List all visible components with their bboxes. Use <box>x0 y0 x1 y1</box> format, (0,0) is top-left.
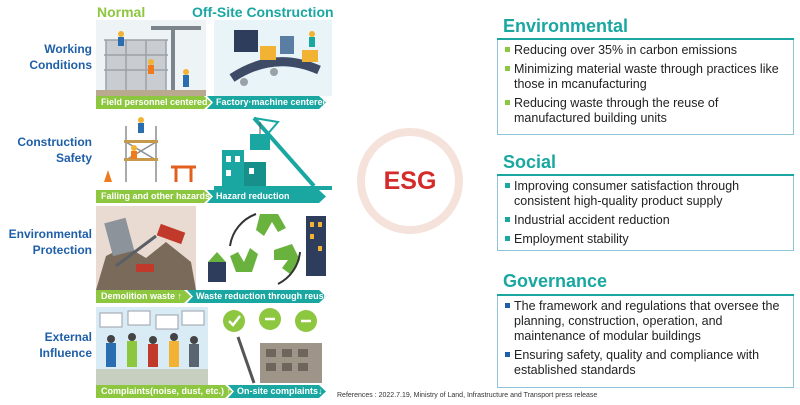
field-construction-illustration <box>96 20 206 96</box>
section-item: Employment stability <box>505 232 789 247</box>
protest-complaints-illustration <box>96 307 208 385</box>
row2-left-caption: Falling and other hazards ↑ <box>96 190 211 203</box>
section-item-text: Improving consumer satisfaction through … <box>514 179 740 208</box>
recycling-reuse-illustration <box>200 206 332 290</box>
column-header-normal: Normal <box>97 4 146 20</box>
esg-label: ESG <box>383 166 437 195</box>
row3-caption-bar: Demolition waste ↑ Waste reduction throu… <box>96 290 326 303</box>
section-item: Industrial accident reduction <box>505 213 789 228</box>
bullet-icon <box>505 47 510 52</box>
row2-right-caption: Hazard reduction <box>207 190 326 203</box>
esg-circle <box>357 128 463 234</box>
section-divider-governance <box>497 294 794 296</box>
section-box-governance: The framework and regulations that overs… <box>497 296 794 388</box>
factory-production-illustration <box>214 20 332 96</box>
section-divider-social <box>497 174 794 176</box>
bullet-icon <box>505 303 510 308</box>
row1-caption-bar: Field personnel centered Factory·machine… <box>96 96 326 109</box>
bullet-icon <box>505 352 510 357</box>
row3-left-caption: Demolition waste ↑ <box>96 290 191 303</box>
bullet-icon <box>505 100 510 105</box>
section-title-environmental: Environmental <box>503 16 629 36</box>
section-item-text: The framework and regulations that overs… <box>514 299 780 343</box>
social-list: Improving consumer satisfaction through … <box>498 176 793 247</box>
section-item-text: Employment stability <box>514 232 629 246</box>
section-item-text: Reducing waste through the reuse of manu… <box>514 96 719 125</box>
column-header-offsite: Off-Site Construction <box>192 4 334 20</box>
section-item: Reducing waste through the reuse of manu… <box>505 96 789 126</box>
section-divider-environmental <box>497 38 794 40</box>
row3-right-caption: Waste reduction through reuse <box>187 290 326 303</box>
scaffold-hazard-illustration <box>96 112 206 190</box>
bullet-icon <box>505 66 510 71</box>
section-title-social: Social <box>503 152 557 172</box>
section-item: Minimizing material waste through practi… <box>505 62 789 92</box>
row1-left-caption: Field personnel centered <box>96 96 211 109</box>
row4-left-caption: Complaints(noise, dust, etc.) ↑ <box>96 385 232 398</box>
bullet-icon <box>505 236 510 241</box>
section-item-text: Ensuring safety, quality and compliance … <box>514 348 760 377</box>
row2-caption-bar: Falling and other hazards ↑ Hazard reduc… <box>96 190 326 203</box>
demolition-rubble-illustration <box>96 206 196 290</box>
section-item: Reducing over 35% in carbon emissions <box>505 43 789 58</box>
row1-right-caption: Factory·machine centered <box>207 96 326 109</box>
bullet-icon <box>505 183 510 188</box>
bullet-icon <box>505 217 510 222</box>
governance-list: The framework and regulations that overs… <box>498 296 793 378</box>
quiet-modular-site-illustration <box>214 307 332 385</box>
section-item-text: Industrial accident reduction <box>514 213 670 227</box>
section-item-text: Reducing over 35% in carbon emissions <box>514 43 738 57</box>
section-item-text: Minimizing material waste through practi… <box>514 62 779 91</box>
section-item: The framework and regulations that overs… <box>505 299 789 344</box>
section-item: Ensuring safety, quality and compliance … <box>505 348 789 378</box>
section-item: Improving consumer satisfaction through … <box>505 179 789 209</box>
references-note: References : 2022.7.19, Ministry of Land… <box>337 392 598 399</box>
section-box-social: Improving consumer satisfaction through … <box>497 176 794 251</box>
section-title-governance: Governance <box>503 271 608 291</box>
row4-right-caption: On-site complaints↓ <box>228 385 326 398</box>
modular-crane-illustration <box>214 112 332 190</box>
row4-caption-bar: Complaints(noise, dust, etc.) ↑ On-site … <box>96 385 326 398</box>
